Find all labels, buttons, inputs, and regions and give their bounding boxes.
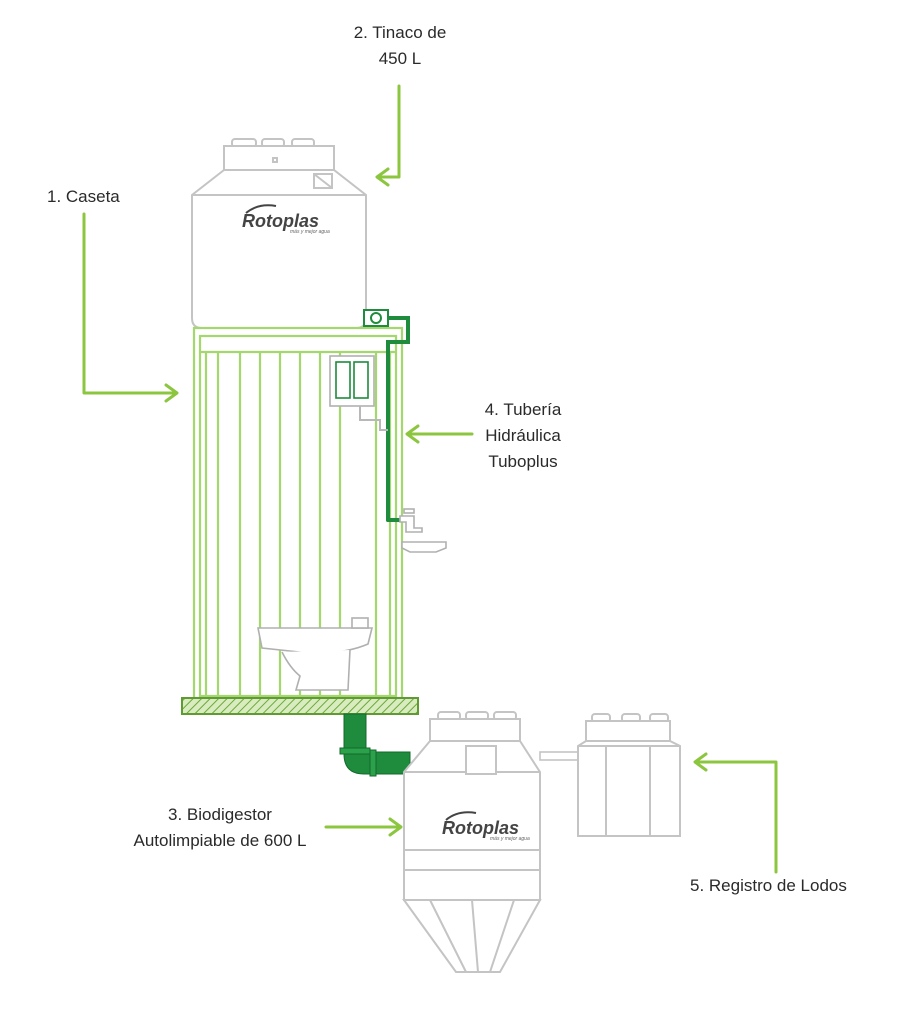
hydraulic-pipes [366, 316, 410, 522]
faucet-and-sink [399, 508, 447, 553]
drain-pipe [339, 713, 411, 777]
arrow-tinaco [376, 84, 401, 179]
label-tinaco-line1: 2. Tinaco de [353, 23, 447, 42]
biodigestor-tank [402, 711, 542, 973]
label-tinaco-line2: 450 L [378, 49, 422, 68]
label-tuberia-line2: Hidráulica [485, 426, 561, 445]
rotoplas-logo-biodigestor: Rotoplas más y mejor agua [442, 811, 530, 842]
rotoplas-logo-tank: Rotoplas más y mejor agua [242, 204, 330, 235]
label-biodigestor-line1: 3. Biodigestor [168, 805, 272, 824]
connector-pipe [359, 406, 388, 431]
cabin-structure [192, 326, 404, 700]
sludge-connector [539, 751, 579, 761]
label-tuberia-line3: Tuboplus [488, 452, 558, 471]
label-biodigestor-line2: Autolimpiable de 600 L [133, 831, 307, 850]
pipe-valve [363, 309, 389, 327]
brand-wordmark-tank: Rotoplas [242, 211, 319, 231]
water-tank [191, 138, 367, 329]
svg-text:más y mejor agua: más y mejor agua [290, 229, 330, 235]
floor-slab [181, 697, 419, 715]
sludge-registry [577, 713, 681, 837]
label-caseta: 1. Caseta [47, 184, 120, 210]
arrow-registro [694, 760, 778, 874]
label-biodigestor: 3. Biodigestor Autolimpiable de 600 L [112, 802, 328, 854]
toilet-cistern [329, 355, 375, 407]
label-registro-text: 5. Registro de Lodos [690, 876, 847, 895]
label-registro: 5. Registro de Lodos [690, 873, 847, 899]
toilet [257, 617, 374, 691]
svg-text:más y mejor agua: más y mejor agua [490, 836, 530, 842]
label-tuberia-line1: 4. Tubería [484, 400, 562, 419]
brand-wordmark-biodigestor: Rotoplas [442, 818, 519, 838]
callout-arrows [82, 84, 778, 874]
arrow-caseta [82, 212, 178, 395]
label-tinaco: 2. Tinaco de 450 L [330, 20, 470, 72]
label-caseta-text: 1. Caseta [47, 187, 120, 206]
label-tuberia: 4. Tubería Hidráulica Tuboplus [468, 397, 578, 475]
